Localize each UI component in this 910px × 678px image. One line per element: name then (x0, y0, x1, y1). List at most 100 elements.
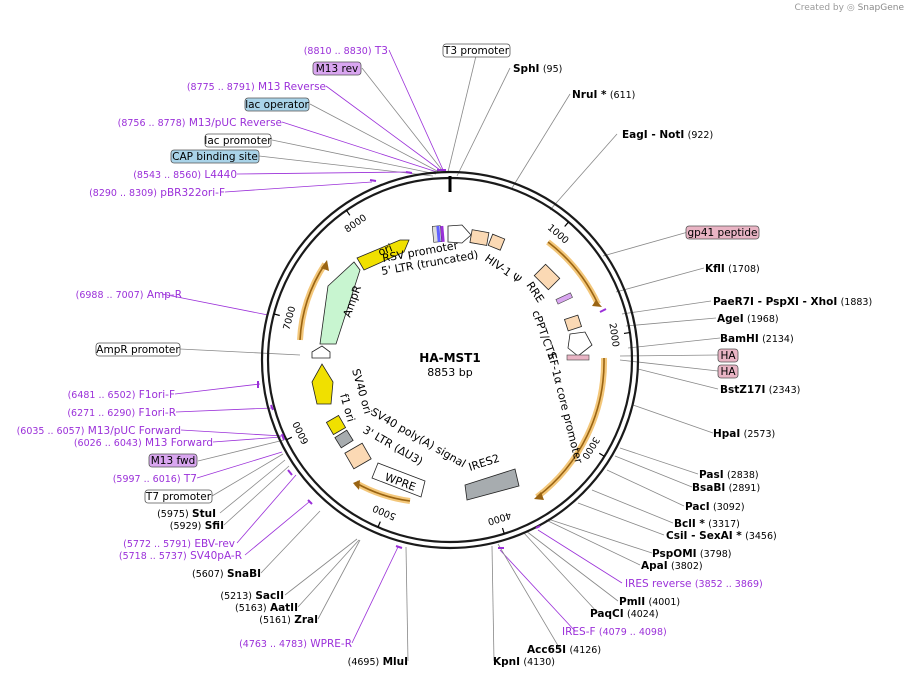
site-label-bcli: BclI * (3317) (674, 518, 740, 530)
label-sv40pa-r: (5718 .. 5737) SV40pA-R (119, 550, 242, 562)
primer-marks (257, 169, 607, 549)
label-sphi: SphI (95) (513, 63, 562, 75)
label-box-cap-binding-site (170, 149, 260, 164)
label-bamhi: BamHI (2134) (720, 333, 794, 345)
site-name-stui: StuI (192, 508, 216, 520)
site-label-sacii: (5213) SacII (220, 590, 284, 602)
site-label-agei: AgeI (1968) (717, 313, 779, 325)
site-coord-bcli: (3317) (708, 519, 740, 530)
primer-name-ebv-rev: EBV-rev (194, 538, 235, 550)
ring-tick-label-5000: 5000 (371, 502, 398, 522)
site-coord-kfli: (1708) (728, 264, 760, 275)
site-label-bstz17i: BstZ17I (2343) (720, 384, 800, 396)
ring-tick-4000 (501, 527, 505, 534)
label-apai: ApaI (3802) (641, 560, 703, 572)
label-paer7i: PaeR7I - PspXI - XhoI (1883) (713, 296, 872, 308)
label-zrai: (5161) ZraI (259, 614, 318, 626)
site-label-mlui: (4695) MluI (348, 656, 408, 668)
site-coord-pasi: (2838) (727, 470, 759, 481)
site-coord-sacii: (5213) (220, 591, 252, 602)
credit-text: Created by (794, 3, 844, 13)
site-coord-csii: (3456) (745, 531, 777, 542)
site-label-paqci: PaqCI (4024) (590, 608, 659, 620)
primer-label-m13-forward: (6026 .. 6043) M13 Forward (74, 437, 213, 449)
site-name-csii: CsiI - SexAI * (666, 530, 742, 542)
site-label-pmli: PmlI (4001) (619, 596, 680, 608)
primer-coord-amp-r: (6988 .. 7007) (76, 290, 144, 301)
ampr-feature (319, 261, 361, 345)
snapgene-icon: ◎ (846, 3, 855, 13)
label-text-gp41-peptide: gp41 peptide (688, 227, 758, 239)
label-m13-rev: M13 rev (312, 61, 362, 76)
label-ha1: HA (717, 348, 739, 363)
label-box-ha2 (717, 364, 739, 379)
site-name-sfii: SfiI (205, 520, 224, 532)
label-wpre-r: (4763 .. 4783) WPRE-R (239, 638, 352, 650)
site-coord-stui: (5975) (157, 509, 189, 520)
ring-tick-8000 (345, 210, 351, 216)
label-box-t3-promoter (442, 43, 511, 58)
ring-tick-7000 (273, 313, 280, 317)
site-name-hpai: HpaI (713, 428, 740, 440)
label-m13-puc-forward: (6035 .. 6057) M13/pUC Forward (17, 425, 181, 437)
site-label-bamhi: BamHI (2134) (720, 333, 794, 345)
label-lac-promoter: lac promoter (204, 133, 272, 148)
primer-label-ebv-rev: (5772 .. 5791) EBV-rev (123, 538, 235, 550)
site-label-sfii: (5929) SfiI (170, 520, 224, 532)
site-coord-zrai: (5161) (259, 615, 291, 626)
label-box-lac-operator (244, 97, 310, 112)
ori-feature (356, 239, 410, 271)
site-name-paer7i: PaeR7I - PspXI - XhoI (713, 296, 837, 308)
label-f1ori-r: (6271 .. 6290) F1ori-R (67, 407, 176, 419)
site-label-aatii: (5163) AatII (235, 602, 298, 614)
label-aatii: (5163) AatII (235, 602, 298, 614)
ring-tick-1000 (564, 221, 570, 227)
site-label-kpni: KpnI (4130) (493, 656, 555, 668)
site-name-snabi: SnaBI (227, 568, 261, 580)
label-t3-coords: (8810 .. 8830) T3 (304, 45, 388, 57)
site-name-bstz17i: BstZ17I (720, 384, 765, 396)
ori-label: ori (376, 241, 394, 258)
ring-tick-5000 (377, 521, 381, 528)
primer-name-m13-puc-forward: M13/pUC Forward (88, 425, 181, 437)
site-coord-snabi: (5607) (192, 569, 224, 580)
label-gp41-peptide: gp41 peptide (685, 225, 760, 240)
label-box-gp41-peptide (685, 225, 760, 240)
site-coord-apai: (3802) (671, 561, 703, 572)
label-box-lac-promoter (204, 133, 272, 148)
label-text-m13-fwd: M13 fwd (151, 455, 196, 467)
label-kfli: KflI (1708) (705, 263, 760, 275)
label-text-cap-binding-site: CAP binding site (172, 151, 258, 163)
credit: Created by ◎ SnapGene (794, 3, 904, 13)
plasmid-name: HA-MST1 (419, 351, 480, 365)
ring-tick-label-6000: 6000 (291, 419, 311, 446)
primer-name-l4440: L4440 (204, 169, 237, 181)
label-box-t7-promoter (144, 489, 213, 504)
primer-name-t7: T7 (183, 473, 197, 485)
label-pbr322ori-f: (8290 .. 8309) pBR322ori-F (89, 187, 225, 199)
label-m13-puc-reverse: (8756 .. 8778) M13/pUC Reverse (118, 117, 282, 129)
label-ampr-promoter: AmpR promoter (95, 342, 181, 357)
ring-tick-6000 (286, 436, 293, 441)
site-label-hpai: HpaI (2573) (713, 428, 775, 440)
label-nrui: NruI * (611) (572, 89, 635, 101)
label-box-m13-fwd (148, 453, 198, 468)
label-m13-reverse: (8775 .. 8791) M13 Reverse (187, 81, 326, 93)
backbone-outer (260, 170, 640, 550)
label-kpni: KpnI (4130) (493, 656, 555, 668)
site-name-bamhi: BamHI (720, 333, 759, 345)
site-name-nrui: NruI * (572, 89, 607, 101)
site-coord-eagi-noti: (922) (688, 130, 714, 141)
site-coord-pmli: (4001) (649, 597, 681, 608)
site-name-paci: PacI (685, 501, 710, 513)
label-ha2: HA (717, 364, 739, 379)
site-name-bcli: BclI * (674, 518, 705, 530)
label-bsabi: BsaBI (2891) (692, 482, 760, 494)
primer-coord-m13-puc-reverse: (8756 .. 8778) (118, 118, 186, 129)
primer-label-f1ori-r: (6271 .. 6290) F1ori-R (67, 407, 176, 419)
site-coord-acc65i: (4126) (569, 645, 601, 656)
site-name-apai: ApaI (641, 560, 668, 572)
label-text-m13-rev: M13 rev (316, 63, 359, 75)
site-coord-sphi: (95) (543, 64, 563, 75)
